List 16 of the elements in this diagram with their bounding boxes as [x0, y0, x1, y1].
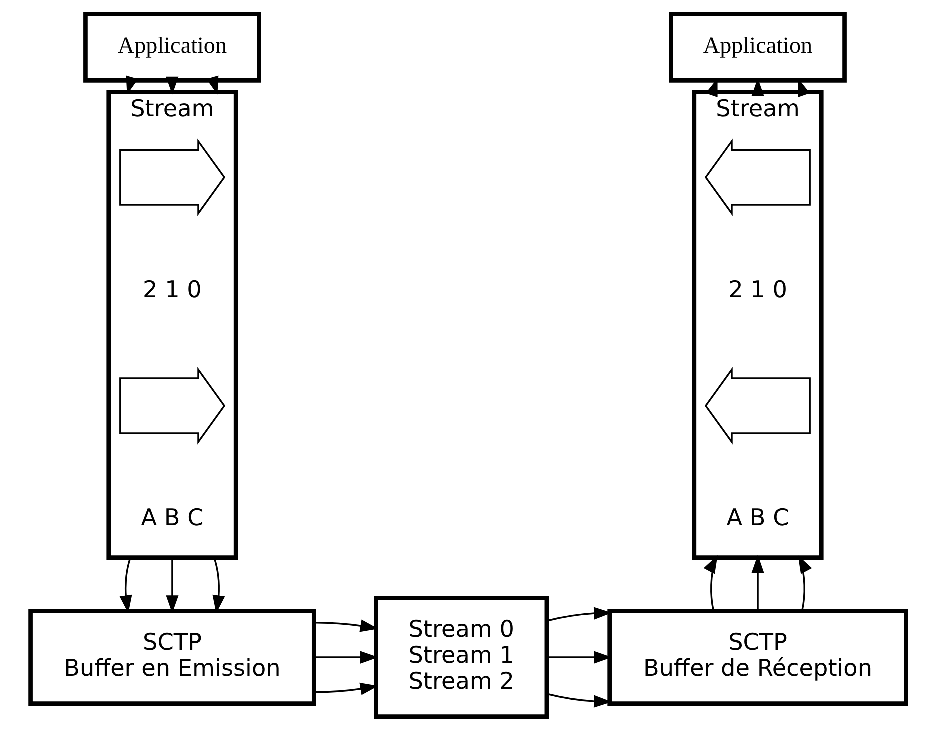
- node-box: SCTP Buffer en Emission: [28, 609, 316, 706]
- node-arrow: [119, 367, 226, 445]
- arrow: [126, 76, 138, 95]
- arrow: [703, 555, 718, 612]
- node-box: Stream 0 Stream 1 Stream 2: [374, 596, 549, 719]
- node-arrow: [119, 138, 226, 216]
- node-arrow: [704, 138, 810, 216]
- cluster: Stream 2 1 0 A B C: [106, 90, 238, 560]
- arrow: [798, 555, 812, 612]
- arrow: [751, 555, 764, 611]
- arrow: [206, 76, 218, 95]
- node-arrow: [704, 367, 810, 445]
- arrow: [166, 76, 178, 95]
- node-box: SCTP Buffer de Réception: [607, 609, 908, 706]
- cluster: Stream 2 1 0 A B C: [692, 90, 824, 560]
- node-box: Application: [668, 12, 846, 83]
